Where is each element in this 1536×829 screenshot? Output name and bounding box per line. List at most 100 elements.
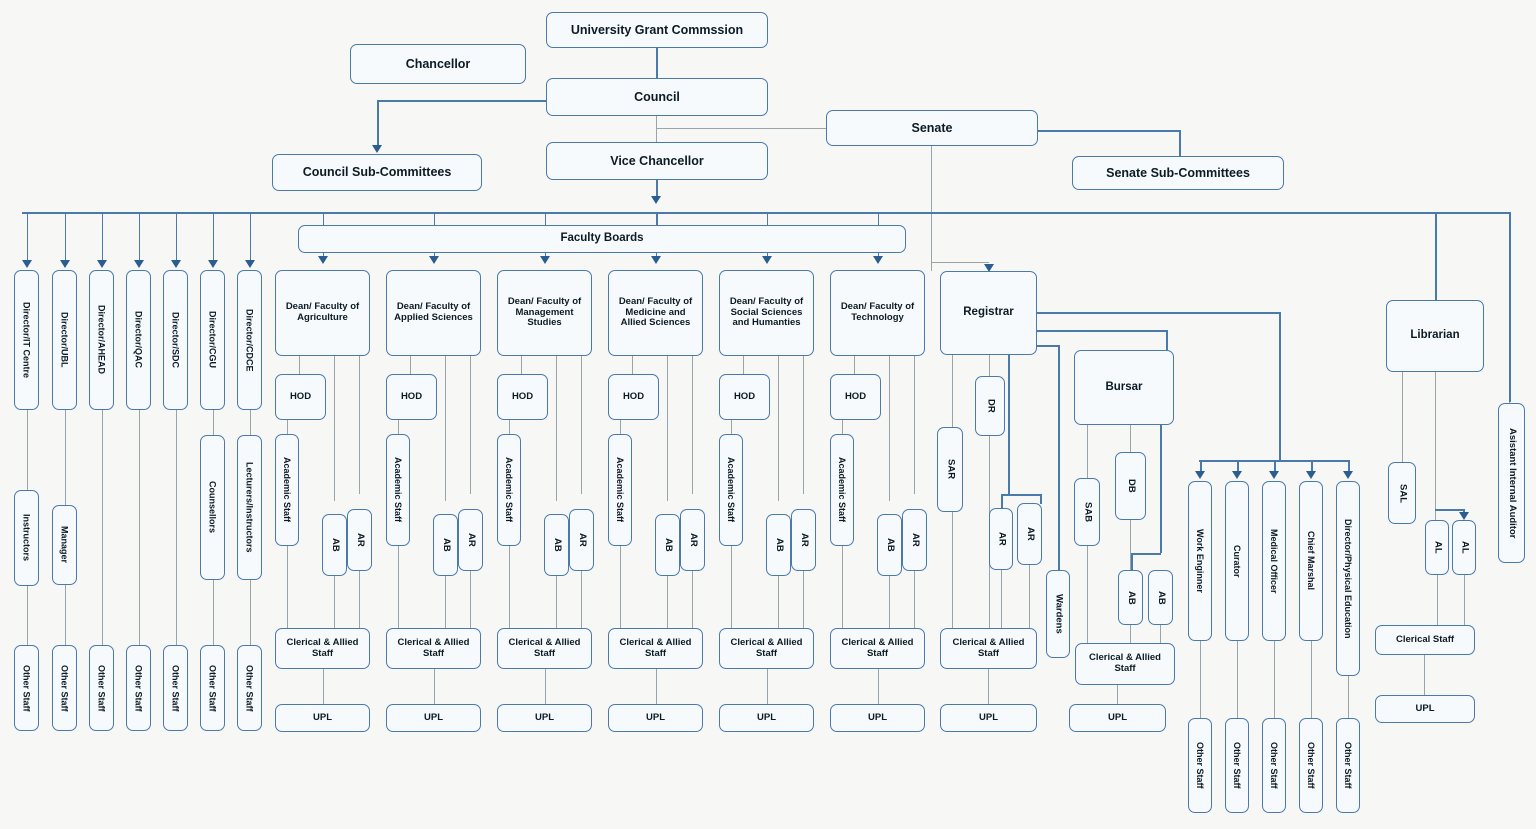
- node-faculty-4-clerical[interactable]: Clerical & Allied Staff: [719, 628, 814, 669]
- node-council[interactable]: Council: [546, 78, 768, 116]
- node-library-al-2[interactable]: AL: [1452, 520, 1476, 575]
- node-officer-3-other-staff[interactable]: Other Staff: [1299, 718, 1323, 813]
- node-dean-1[interactable]: Dean/ Faculty of Applied Sciences: [386, 270, 481, 356]
- node-faculty-2-ar[interactable]: AR: [569, 509, 594, 571]
- node-faculty-3-hod[interactable]: HOD: [608, 374, 659, 420]
- node-faculty-0-upl[interactable]: UPL: [275, 704, 370, 732]
- node-officer-0[interactable]: Work Enginner: [1188, 481, 1212, 641]
- node-faculty-5-ab[interactable]: AB: [877, 514, 902, 576]
- node-library-upl[interactable]: UPL: [1375, 695, 1475, 723]
- node-officer-4-other-staff[interactable]: Other Staff: [1336, 718, 1360, 813]
- node-faculty-1-ar[interactable]: AR: [458, 509, 483, 571]
- node-director-4-other-staff[interactable]: Other Staff: [163, 645, 188, 731]
- node-director-0-other-staff[interactable]: Other Staff: [14, 645, 39, 731]
- node-faculty-2-ab[interactable]: AB: [544, 514, 569, 576]
- node-bursar-ab-2[interactable]: AB: [1148, 570, 1173, 625]
- node-faculty-1-clerical[interactable]: Clerical & Allied Staff: [386, 628, 481, 669]
- node-registrar[interactable]: Registrar: [940, 271, 1037, 355]
- node-faculty-5-clerical[interactable]: Clerical & Allied Staff: [830, 628, 925, 669]
- node-faculty-3-upl[interactable]: UPL: [608, 704, 703, 732]
- node-faculty-2-upl[interactable]: UPL: [497, 704, 592, 732]
- node-director-1-other-staff[interactable]: Other Staff: [52, 645, 77, 731]
- node-librarian[interactable]: Librarian: [1386, 300, 1484, 372]
- node-bursar-db[interactable]: DB: [1115, 452, 1146, 520]
- node-officer-2[interactable]: Medical Officer: [1262, 481, 1286, 641]
- node-director-3-other-staff[interactable]: Other Staff: [126, 645, 151, 731]
- node-faculty-2-academic-staff[interactable]: Academic Staff: [497, 434, 521, 546]
- node-bursar-ab-1[interactable]: AB: [1118, 570, 1143, 625]
- node-faculty-2-hod[interactable]: HOD: [497, 374, 548, 420]
- node-faculty-4-hod[interactable]: HOD: [719, 374, 770, 420]
- node-bursar-sab[interactable]: SAB: [1074, 478, 1100, 546]
- node-officer-2-other-staff[interactable]: Other Staff: [1262, 718, 1286, 813]
- node-dean-4[interactable]: Dean/ Faculty of Social Sciences and Hum…: [719, 270, 814, 356]
- node-dean-2[interactable]: Dean/ Faculty of Management Studies: [497, 270, 592, 356]
- node-library-clerical-staff[interactable]: Clerical Staff: [1375, 625, 1475, 655]
- node-faculty-3-clerical[interactable]: Clerical & Allied Staff: [608, 628, 703, 669]
- node-assistant-internal-auditor[interactable]: Asistant Internal Auditor: [1498, 403, 1525, 563]
- node-university-grant-commission[interactable]: University Grant Commssion: [546, 12, 768, 48]
- node-faculty-5-upl[interactable]: UPL: [830, 704, 925, 732]
- node-library-sal[interactable]: SAL: [1388, 462, 1416, 524]
- node-senate-sub-committees[interactable]: Senate Sub-Committees: [1072, 156, 1284, 190]
- node-faculty-0-academic-staff[interactable]: Academic Staff: [275, 434, 299, 546]
- node-faculty-5-hod[interactable]: HOD: [830, 374, 881, 420]
- node-officer-1[interactable]: Curator: [1225, 481, 1249, 641]
- node-faculty-0-ar[interactable]: AR: [347, 509, 372, 571]
- node-dean-5[interactable]: Dean/ Faculty of Technology: [830, 270, 925, 356]
- node-dean-3[interactable]: Dean/ Faculty of Medicine and Allied Sci…: [608, 270, 703, 356]
- node-bursar-upl[interactable]: UPL: [1069, 704, 1166, 732]
- node-director-2[interactable]: Director/AHEAD: [89, 270, 114, 410]
- node-faculty-3-ab[interactable]: AB: [655, 514, 680, 576]
- node-director-6-middle[interactable]: Lecturers/Instructors: [237, 435, 262, 580]
- node-director-6-other-staff[interactable]: Other Staff: [237, 645, 262, 731]
- node-director-1-middle[interactable]: Manager: [52, 505, 77, 585]
- node-bursar-clerical[interactable]: Clerical & Allied Staff: [1075, 643, 1175, 685]
- node-library-al-1[interactable]: AL: [1425, 520, 1449, 575]
- node-director-1[interactable]: Director/UBL: [52, 270, 77, 410]
- node-director-5-middle[interactable]: Counsellors: [200, 435, 225, 580]
- node-bursar[interactable]: Bursar: [1074, 350, 1174, 425]
- node-director-5-other-staff[interactable]: Other Staff: [200, 645, 225, 731]
- node-director-3[interactable]: Director/QAC: [126, 270, 151, 410]
- node-director-4[interactable]: Director/SDC: [163, 270, 188, 410]
- node-faculty-0-ab[interactable]: AB: [322, 514, 347, 576]
- node-registrar-wardens[interactable]: Wardens: [1046, 570, 1070, 658]
- node-faculty-4-ar[interactable]: AR: [791, 509, 816, 571]
- node-registrar-dr[interactable]: DR: [975, 376, 1005, 436]
- node-faculty-boards[interactable]: Faculty Boards: [298, 225, 906, 253]
- node-registrar-upl[interactable]: UPL: [940, 704, 1037, 732]
- node-faculty-1-academic-staff[interactable]: Academic Staff: [386, 434, 410, 546]
- node-faculty-4-upl[interactable]: UPL: [719, 704, 814, 732]
- node-faculty-2-clerical[interactable]: Clerical & Allied Staff: [497, 628, 592, 669]
- node-faculty-4-academic-staff[interactable]: Academic Staff: [719, 434, 743, 546]
- node-vice-chancellor[interactable]: Vice Chancellor: [546, 142, 768, 180]
- node-faculty-1-upl[interactable]: UPL: [386, 704, 481, 732]
- node-faculty-4-ab[interactable]: AB: [766, 514, 791, 576]
- node-director-5[interactable]: Director/CGU: [200, 270, 225, 410]
- node-officer-3[interactable]: Chief Marshal: [1299, 481, 1323, 641]
- node-registrar-sar[interactable]: SAR: [937, 427, 963, 512]
- node-faculty-0-hod[interactable]: HOD: [275, 374, 326, 420]
- node-faculty-1-hod[interactable]: HOD: [386, 374, 437, 420]
- node-director-0[interactable]: Director/IT Centre: [14, 270, 39, 410]
- node-officer-0-other-staff[interactable]: Other Staff: [1188, 718, 1212, 813]
- node-director-0-middle[interactable]: Instructors: [14, 490, 39, 586]
- node-chancellor[interactable]: Chancellor: [350, 44, 526, 84]
- node-faculty-3-academic-staff[interactable]: Academic Staff: [608, 434, 632, 546]
- node-officer-4[interactable]: Director/Physical Education: [1336, 481, 1360, 676]
- node-faculty-5-academic-staff[interactable]: Academic Staff: [830, 434, 854, 546]
- node-faculty-1-ab[interactable]: AB: [433, 514, 458, 576]
- node-registrar-clerical[interactable]: Clerical & Allied Staff: [940, 628, 1037, 669]
- node-faculty-0-clerical[interactable]: Clerical & Allied Staff: [275, 628, 370, 669]
- node-faculty-3-ar[interactable]: AR: [680, 509, 705, 571]
- node-senate[interactable]: Senate: [826, 110, 1038, 146]
- node-dean-0[interactable]: Dean/ Faculty of Agriculture: [275, 270, 370, 356]
- node-director-2-other-staff[interactable]: Other Staff: [89, 645, 114, 731]
- node-faculty-5-ar[interactable]: AR: [902, 509, 927, 571]
- node-registrar-ar-1[interactable]: AR: [989, 508, 1013, 570]
- node-council-sub-committees[interactable]: Council Sub-Committees: [272, 154, 482, 191]
- node-officer-1-other-staff[interactable]: Other Staff: [1225, 718, 1249, 813]
- node-director-6[interactable]: Director/CDCE: [237, 270, 262, 410]
- node-registrar-ar-2[interactable]: AR: [1017, 503, 1042, 565]
